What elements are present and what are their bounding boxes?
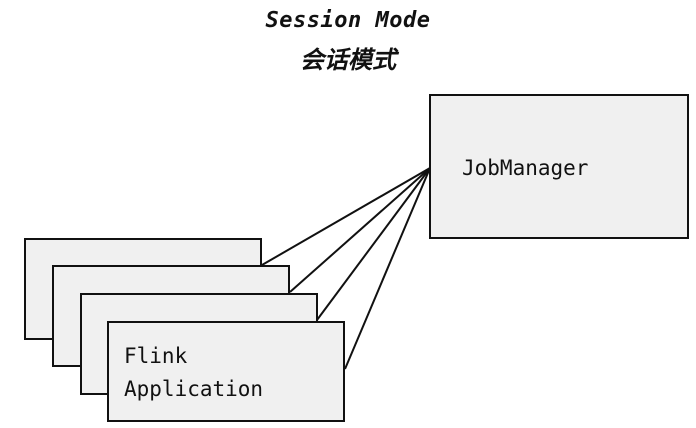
application-label-line1: Flink — [124, 344, 188, 368]
connector-line-1 — [261, 167, 431, 266]
jobmanager-label: JobManager — [462, 156, 588, 180]
diagram-subtitle: 会话模式 — [300, 46, 396, 74]
jobmanager-box — [429, 94, 689, 239]
connector-line-3 — [316, 167, 431, 321]
diagram-title: Session Mode — [265, 8, 431, 33]
connector-line-4 — [344, 167, 431, 370]
application-box-front — [107, 321, 345, 422]
application-label-line2: Application — [124, 377, 263, 401]
connector-line-2 — [289, 167, 431, 293]
